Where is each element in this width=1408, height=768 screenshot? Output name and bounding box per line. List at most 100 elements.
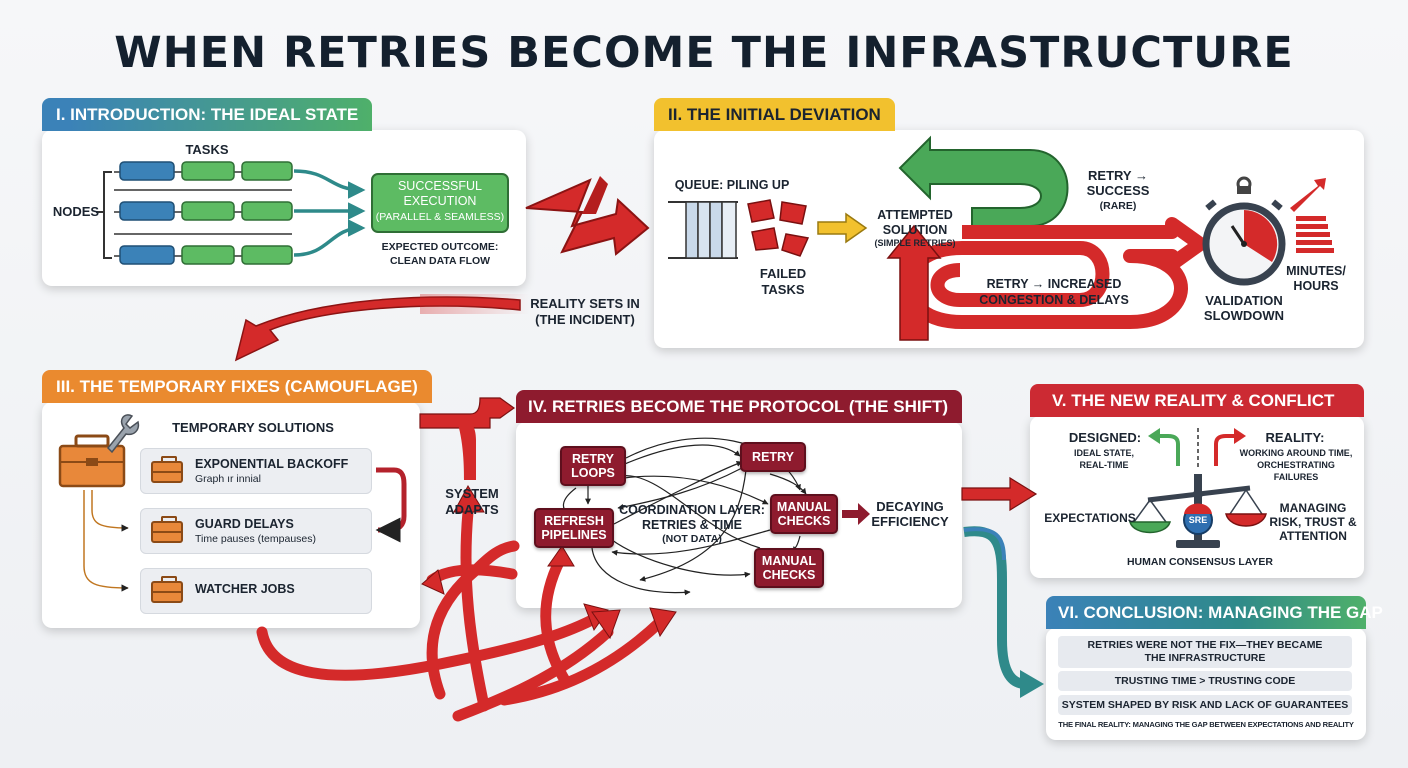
designed-line2: REAL-TIME bbox=[1079, 460, 1129, 470]
managing-line1: MANAGING bbox=[1279, 501, 1347, 515]
designed-line1: IDEAL STATE, bbox=[1073, 448, 1134, 458]
task-block bbox=[181, 161, 235, 181]
attempt-arrow bbox=[817, 212, 868, 244]
success-line2: EXECUTION bbox=[403, 194, 477, 208]
reality-line1-v: WORKING AROUND TIME, bbox=[1239, 448, 1353, 458]
node-block bbox=[119, 245, 175, 265]
reality-line2-v: ORCHESTRATING bbox=[1257, 460, 1335, 470]
briefcase-icon bbox=[151, 516, 183, 543]
intro-header: I. INTRODUCTION: THE IDEAL STATE bbox=[42, 98, 373, 131]
fix-title: EXPONENTIAL BACKOFF bbox=[195, 457, 349, 471]
conclusion-arrowhead bbox=[1020, 670, 1044, 698]
retry-success-line1: RETRY → bbox=[1088, 168, 1148, 183]
fix-watcher-jobs[interactable]: WATCHER JOBS bbox=[140, 568, 372, 614]
queue-icon bbox=[668, 201, 738, 259]
managing-line3: ATTENTION bbox=[1279, 529, 1347, 543]
task-block bbox=[181, 245, 235, 265]
incident-lightning-arrow-2 bbox=[582, 176, 608, 214]
minutes-line2: HOURS bbox=[1293, 279, 1339, 293]
refresh-line2: PIPELINES bbox=[541, 528, 607, 542]
rising-bars-icon bbox=[1290, 178, 1334, 253]
fixes-feedback-arrow bbox=[375, 467, 407, 543]
retry-loops-line1: RETRY bbox=[572, 451, 614, 466]
coord-line2: RETRIES & TIME bbox=[641, 518, 742, 532]
failed-line2: TASKS bbox=[761, 282, 805, 297]
task-block bbox=[241, 161, 293, 181]
manual-checks-line2: CHECKS bbox=[777, 514, 831, 528]
conclusion-row-2: TRUSTING TIME > TRUSTING CODE bbox=[1058, 671, 1352, 691]
congestion-line2: CONGESTION & DELAYS bbox=[979, 293, 1129, 307]
success-box bbox=[371, 173, 509, 233]
retry-success-line3: (RARE) bbox=[1099, 200, 1137, 212]
task-block bbox=[181, 201, 235, 221]
expectations-label: EXPECTATIONS bbox=[1044, 511, 1136, 525]
reality-line3-v: FAILURES bbox=[1273, 472, 1319, 482]
nodes-label: NODES bbox=[52, 204, 100, 219]
balance-scale-icon bbox=[1129, 474, 1267, 548]
coord-line3: (NOT DATA) bbox=[662, 533, 722, 545]
task-rows bbox=[114, 161, 293, 265]
attempt-line3: (SIMPLE RETRIES) bbox=[874, 238, 956, 248]
fixes-header: III. THE TEMPORARY FIXES (CAMOUFLAGE) bbox=[42, 370, 432, 403]
reality-line1: REALITY SETS IN bbox=[530, 296, 640, 311]
retry-label: RETRY bbox=[752, 449, 794, 464]
failed-line1: FAILED bbox=[759, 266, 807, 281]
stopwatch-icon bbox=[1202, 176, 1286, 286]
protocol-header: IV. RETRIES BECOME THE PROTOCOL (THE SHI… bbox=[516, 390, 962, 423]
fix-title: GUARD DELAYS bbox=[195, 517, 294, 531]
chaos-arrowheads bbox=[421, 484, 677, 640]
decaying-arrow bbox=[842, 503, 870, 525]
chaos-arrows bbox=[256, 506, 666, 722]
toolbox-icon bbox=[58, 414, 140, 488]
coordination-web bbox=[562, 437, 807, 596]
task-block bbox=[241, 201, 293, 221]
refresh-line1: REFRESH bbox=[544, 513, 604, 528]
adapts-line2: ADAPTS bbox=[445, 502, 499, 517]
fix-exponential-backoff[interactable]: EXPONENTIAL BACKOFF Graph ır innial bbox=[140, 448, 372, 494]
designed-arrow-icon bbox=[1158, 434, 1180, 466]
validation-line1: VALIDATION bbox=[1205, 293, 1283, 308]
decaying-line1: DECAYING bbox=[876, 499, 944, 514]
minutes-line1: MINUTES/ bbox=[1286, 264, 1346, 278]
adapts-connector bbox=[456, 418, 476, 480]
fixes-branch-lines bbox=[83, 490, 129, 592]
fix-subtitle: Graph ır innial bbox=[195, 473, 261, 485]
fix-guard-delays[interactable]: GUARD DELAYS Time pauses (tempauses) bbox=[140, 508, 372, 554]
incident-lightning-arrow bbox=[525, 178, 650, 256]
page-title: WHEN RETRIES BECOME THE INFRASTRUCTURE bbox=[114, 28, 1294, 78]
consensus-label: HUMAN CONSENSUS LAYER bbox=[1126, 556, 1274, 568]
briefcase-icon bbox=[151, 456, 183, 483]
fix-title: WATCHER JOBS bbox=[195, 582, 295, 596]
manual-checks-line1: MANUAL bbox=[776, 499, 832, 514]
conclusion-header: VI. CONCLUSION: MANAGING THE GAP bbox=[1046, 596, 1383, 629]
managing-line2: RISK, TRUST & bbox=[1269, 515, 1357, 529]
fixes-subtitle: TEMPORARY SOLUTIONS bbox=[172, 420, 334, 435]
reality-arrow-icon bbox=[1214, 434, 1236, 466]
nodes-bracket bbox=[96, 171, 112, 259]
congestion-up-arrow bbox=[886, 224, 942, 341]
reality-title: REALITY: bbox=[1265, 430, 1325, 445]
flow-arrows bbox=[293, 169, 366, 257]
attempt-line2: SOLUTION bbox=[882, 223, 948, 237]
tasks-label: TASKS bbox=[185, 142, 229, 157]
designed-title: DESIGNED: bbox=[1068, 430, 1142, 445]
conclusion-row-3: SYSTEM SHAPED BY RISK AND LACK OF GUARAN… bbox=[1058, 695, 1352, 715]
expected-line2: CLEAN DATA FLOW bbox=[389, 255, 491, 267]
sre-badge: SRE bbox=[1188, 515, 1208, 525]
protocol-to-conclusion-arrow bbox=[963, 526, 1027, 689]
conclusion-final: THE FINAL REALITY: MANAGING THE GAP BETW… bbox=[1058, 720, 1354, 729]
retry-success-line2: SUCCESS bbox=[1086, 183, 1150, 198]
node-block bbox=[119, 161, 175, 181]
briefcase-icon bbox=[151, 576, 183, 603]
retry-success-loop bbox=[898, 135, 1069, 227]
congestion-line1: RETRY → INCREASED bbox=[986, 277, 1122, 291]
fix-subtitle: Time pauses (tempauses) bbox=[195, 533, 316, 545]
decaying-line2: EFFICIENCY bbox=[871, 514, 949, 529]
validation-line2: SLOWDOWN bbox=[1203, 308, 1285, 323]
failed-tasks-icon bbox=[747, 199, 810, 257]
new-reality-header: V. THE NEW REALITY & CONFLICT bbox=[1030, 384, 1364, 417]
